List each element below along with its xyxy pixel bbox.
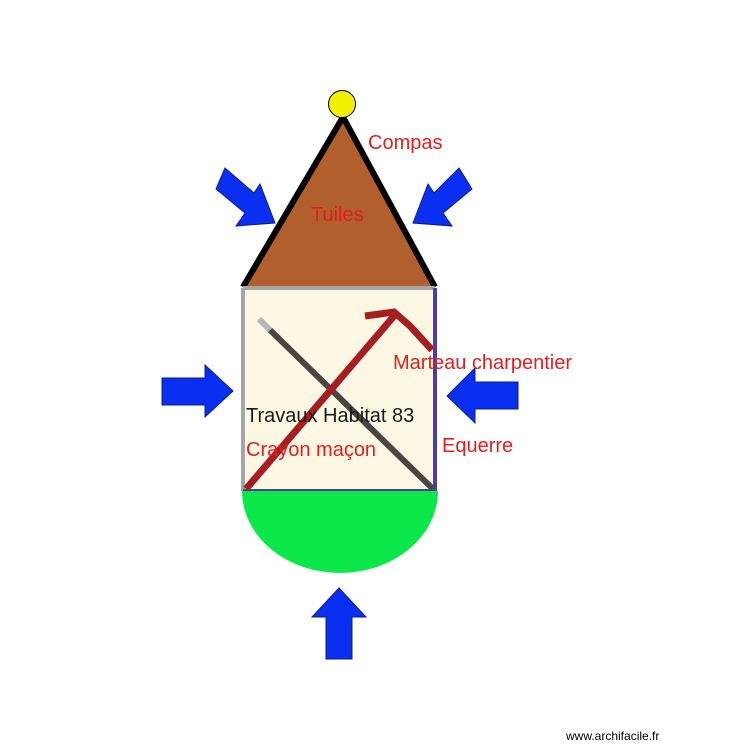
arrow-right-icon	[161, 363, 234, 419]
pencil-tip	[256, 316, 273, 333]
hammer-head	[364, 308, 435, 353]
roof-edge-left	[240, 115, 346, 289]
arrow-right-down-icon	[215, 167, 276, 227]
label-travaux: Travaux Habitat 83	[246, 405, 414, 427]
green-arc	[242, 491, 438, 573]
label-tuiles: Tuiles	[311, 204, 364, 226]
label-equerre: Equerre	[442, 435, 513, 457]
arrow-left-down-icon	[412, 167, 473, 227]
apex-knob	[328, 90, 356, 118]
arrow-left-icon	[446, 366, 519, 425]
roof-triangle	[243, 117, 435, 287]
label-marteau: Marteau charpentier	[393, 352, 572, 374]
hammer-handle	[243, 313, 397, 492]
arrow-up-icon	[310, 587, 368, 660]
label-compas: Compas	[368, 132, 442, 154]
label-crayon: Crayon maçon	[246, 439, 376, 461]
pencil-body	[267, 327, 436, 492]
roof-edge-right	[340, 115, 438, 289]
footer-credit: www.archifacile.fr	[565, 729, 659, 743]
